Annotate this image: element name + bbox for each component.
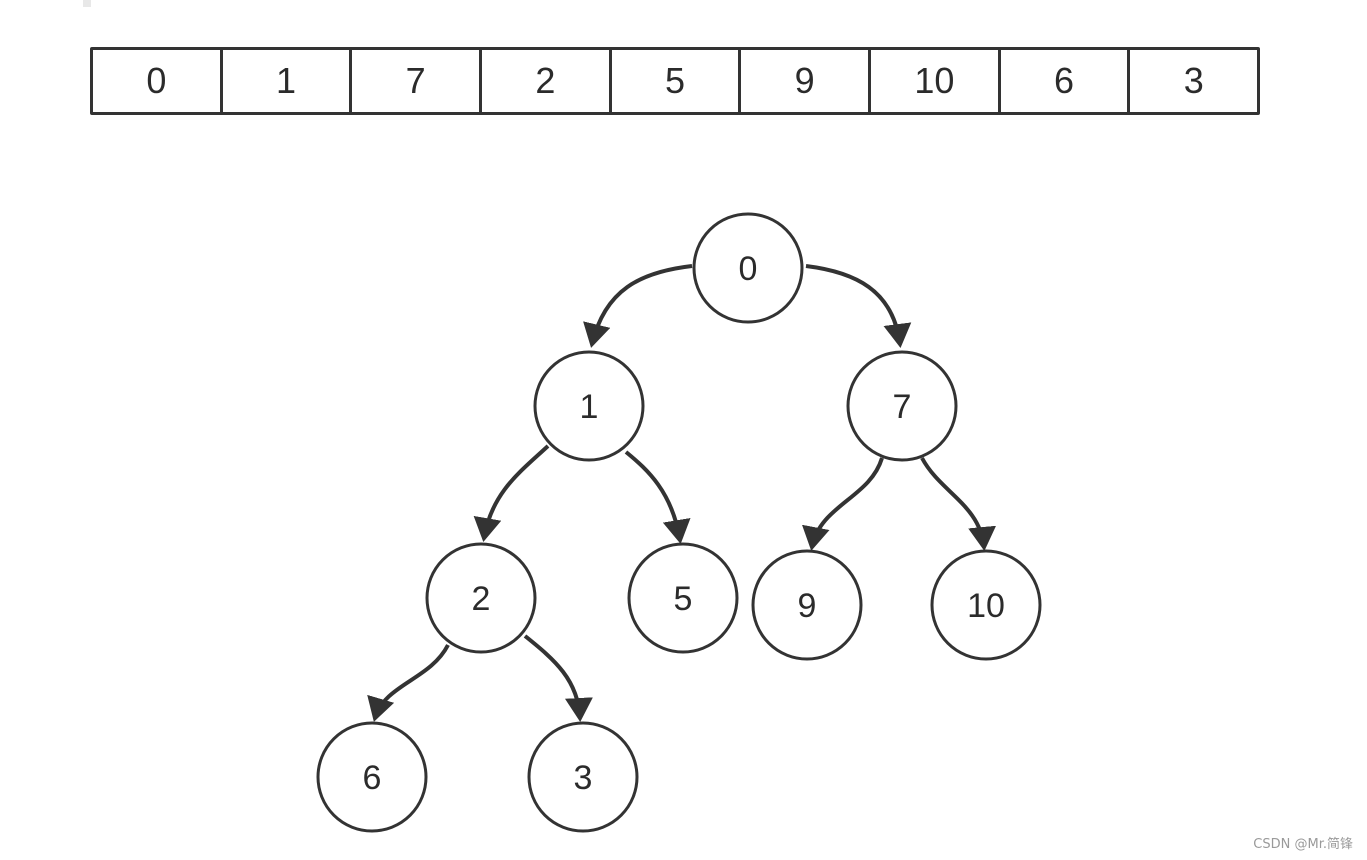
tree-edge [920,457,997,551]
tree-node-circle [692,212,804,324]
tree-node: 6 [316,721,428,833]
array-row: 0 1 7 2 5 9 10 6 3 [90,47,1260,115]
tree-node: 0 [692,212,804,324]
tree-node-label: 7 [893,388,912,426]
tree-node-circle [425,542,537,654]
tree-edge [367,644,450,722]
tree-edge [624,450,691,544]
tree-node-label: 6 [363,759,382,797]
tree-node: 2 [425,542,537,654]
array-cell: 6 [1001,50,1131,112]
array-cell: 10 [871,50,1001,112]
tree-node-label: 3 [574,759,593,797]
tree-edge [802,457,884,551]
array-cell: 1 [223,50,353,112]
tree-node-label: 10 [967,587,1005,625]
array-cell: 3 [1183,60,1204,101]
tree-edge [523,634,593,722]
edges-layer [367,264,997,722]
tree-node-label: 9 [798,587,817,625]
tree-node: 7 [846,350,958,462]
array-cell: 5 [612,50,742,112]
tree-node: 1 [533,350,645,462]
tree-node: 5 [627,542,739,654]
array-cell: 9 [741,50,872,112]
tree-node-label: 5 [674,580,693,618]
tree-node-label: 1 [580,388,599,426]
tree-node-label: 0 [739,250,758,288]
tree-node-circle [533,350,645,462]
tree-node-circle [930,549,1042,661]
watermark: CSDN @Mr.简锋 [1253,837,1353,852]
tree-node-circle [527,721,639,833]
tree-node-label: 2 [472,580,491,618]
tree-edge [583,264,693,348]
tree-node-circle [627,542,739,654]
array-cell: 2 [482,50,612,112]
tree-node-circle [316,721,428,833]
array-cell: 7 [352,50,483,112]
tree-node: 3 [527,721,639,833]
tree-node-circle [846,350,958,462]
array-cell: 0 [93,50,223,112]
tree-edge [473,444,550,542]
tree-edge [805,264,912,348]
corner-mark [83,0,91,7]
nodes-layer: 0 1 7 2 5 9 10 6 3 [316,212,1042,833]
tree-node: 9 [751,549,863,661]
tree-node: 10 [930,549,1042,661]
tree-node-circle [751,549,863,661]
